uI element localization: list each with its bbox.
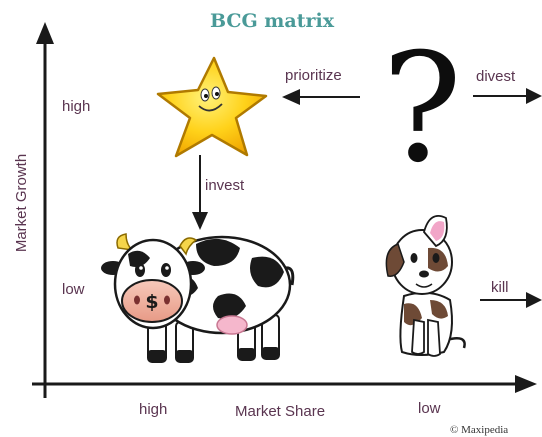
y-axis (36, 22, 54, 398)
x-axis-high-label: high (139, 401, 167, 418)
y-axis-low-label: low (62, 281, 85, 298)
question-mark-icon: ? (382, 22, 462, 196)
dog-icon (385, 214, 466, 357)
y-axis-high-label: high (62, 98, 90, 115)
x-axis-low-label: low (418, 400, 441, 417)
divest-label: divest (476, 68, 516, 85)
invest-label: invest (205, 177, 245, 194)
prioritize-label: prioritize (285, 67, 342, 84)
credit-text: © Maxipedia (450, 424, 508, 436)
dollar-sign-icon: $ (145, 291, 158, 313)
kill-arrow (480, 292, 542, 308)
x-axis (32, 375, 537, 393)
y-axis-label: Market Growth (13, 154, 30, 252)
cow-icon: $ (101, 233, 295, 363)
x-axis-label: Market Share (235, 403, 325, 420)
prioritize-arrow (282, 89, 360, 105)
invest-arrow (192, 155, 208, 230)
star-icon (156, 56, 268, 158)
diagram-title: BCG matrix (210, 10, 335, 32)
divest-arrow (473, 88, 542, 104)
kill-label: kill (491, 279, 509, 296)
